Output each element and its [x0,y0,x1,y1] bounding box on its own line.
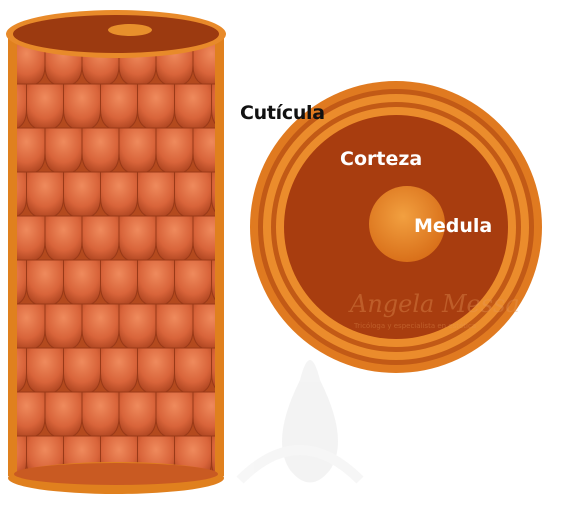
cuticle-scale [193,304,230,350]
cuticle-scale [156,216,193,262]
cuticle-scale [156,392,193,438]
cuticle-scale [101,84,138,130]
cuticle-scale [119,128,156,174]
cuticle-scale [64,172,101,218]
cuticle-scale [101,172,138,218]
cuticle-scale [45,304,82,350]
cuticle-scale [175,172,212,218]
cuticle-scale [27,260,64,306]
cuticle-scale [193,392,230,438]
label-medula: Medula [414,215,492,237]
svg-text:Angela Messa: Angela Messa [348,290,520,318]
cuticle-scale [138,84,175,130]
cuticle-scale [230,304,267,350]
cuticle-scale [156,128,193,174]
cuticle-scale [175,84,212,130]
cuticle-scale [64,84,101,130]
cuticle-scale [156,304,193,350]
cuticle-scale [27,348,64,394]
cuticle-scale [138,260,175,306]
cuticle-scale [193,216,230,262]
label-cuticula: Cutícula [240,102,325,124]
cuticle-scale [175,260,212,306]
cuticle-scale [175,348,212,394]
cuticle-scale [82,304,119,350]
cuticle-scale [230,128,267,174]
cuticle-scale [119,216,156,262]
cuticle-scale [138,348,175,394]
water-drop-icon [240,360,360,483]
cuticle-scale [230,392,267,438]
cuticle-scale [249,348,286,394]
cuticle-scale [101,348,138,394]
cuticle-scale [267,480,304,501]
cuticle-scale [64,260,101,306]
cuticle-scale [45,128,82,174]
cuticle-scale [82,216,119,262]
cuticle-scale [119,392,156,438]
label-corteza: Corteza [340,148,422,170]
svg-text:Tricóloga y especialista en es: Tricóloga y especialista en estética [353,322,476,330]
cuticle-scale [82,128,119,174]
cuticle-scale [230,40,267,86]
cuticle-scale [138,172,175,218]
cuticle-scale [45,392,82,438]
cuticle-scale [193,128,230,174]
cuticle-scale [267,40,304,86]
cuticle-scale [101,260,138,306]
cuticle-scale [119,304,156,350]
cuticle-scale [27,172,64,218]
cuticle-scale [82,392,119,438]
cuticle-scale [27,84,64,130]
cuticle-scale [64,348,101,394]
cuticle-scale [45,216,82,262]
cuticle-scale [230,480,267,501]
